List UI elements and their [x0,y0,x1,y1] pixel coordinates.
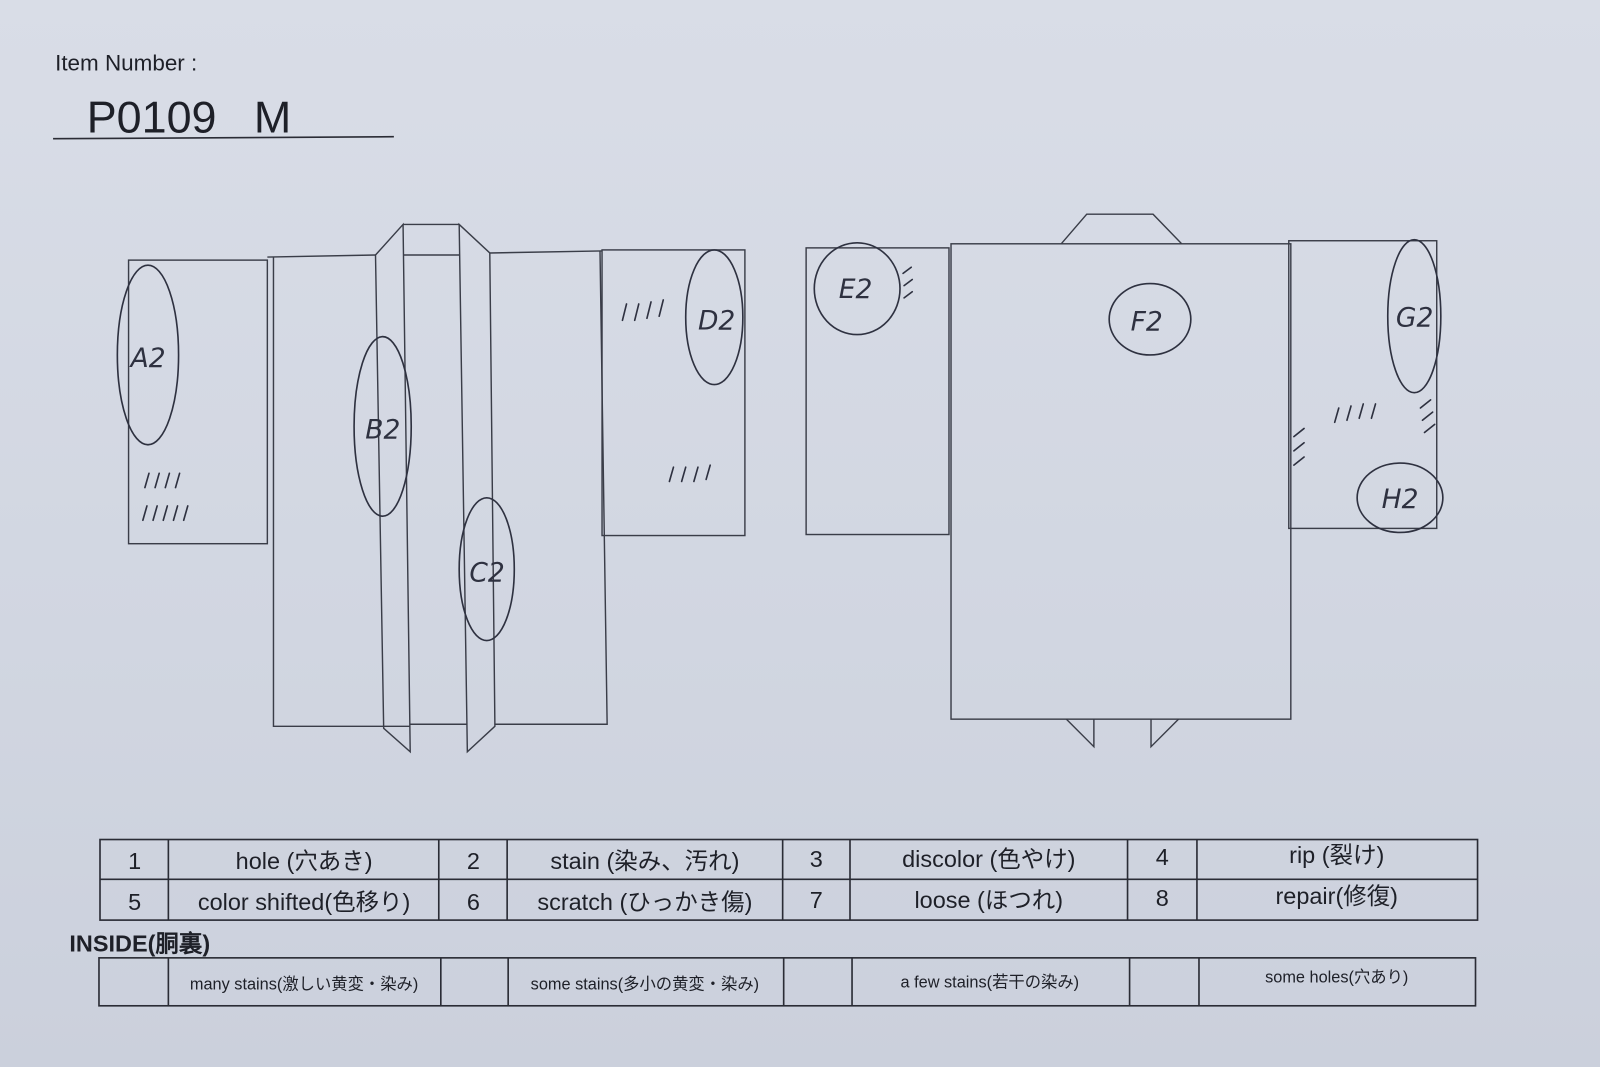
back-collar [1060,213,1183,245]
mark-label: D2 [698,305,735,336]
item-number-underline [53,135,394,140]
front-left-collar [374,222,411,754]
mark-circle [684,249,744,386]
legend-label: discolor (色やけ) [902,846,1075,872]
mark-label: G2 [1396,302,1433,333]
legend-number: 5 [128,889,141,915]
inside-option: many stains(激しい黄変・染み) [190,975,418,993]
legend-label: rip (裂け) [1289,842,1384,868]
inside-checkbox-some-holes[interactable] [1132,960,1197,1004]
front-right-sleeve [601,249,746,537]
hatch-marks [668,464,712,483]
hatch-marks [1293,427,1305,466]
kimono-front-diagram [127,222,746,754]
mark-label: F2 [1131,307,1163,338]
front-right-collar [458,222,496,754]
item-number-value: P0109 M [87,92,292,143]
inside-option: some holes(穴あり) [1265,968,1408,986]
hatch-marks [902,266,914,299]
mark-label: B2 [365,415,400,446]
inside-checkbox-many-stains[interactable] [101,960,166,1004]
legend-label: loose (ほつれ) [914,887,1063,913]
hatch-marks [1419,399,1436,434]
item-number-label: Item Number : [55,50,197,75]
legend-label: scratch (ひっかき傷) [537,889,752,915]
inside-option: a few stains(若干の染み) [901,973,1080,991]
damage-marks: A2 B2 C2 D2 E2 F2 G2 H2 [116,238,1444,642]
inside-title: INSIDE(胴裏) [69,930,210,957]
mark-circle [458,496,516,642]
inside-option: some stains(多小の黄変・染み) [531,975,759,993]
legend-label: hole (穴あき) [236,848,373,874]
mark-label: C2 [469,557,504,588]
legend-number: 7 [810,887,823,913]
legend-label: stain (染み、汚れ) [550,848,739,874]
mark-circle [1386,238,1442,394]
back-right-sleeve [1288,240,1438,530]
legend-label: color shifted(色移り) [198,889,410,915]
back-left-sleeve [805,247,950,536]
legend-number: 8 [1156,885,1169,911]
damage-legend-table: 1 hole (穴あき) 2 stain (染み、汚れ) 3 discolor … [99,838,1479,921]
legend-number: 4 [1156,844,1169,870]
legend-number: 2 [467,848,480,874]
inside-checkbox-few-stains[interactable] [786,960,850,1004]
mark-label: H2 [1382,484,1419,515]
hatch-marks [142,472,189,522]
mark-circle [1108,282,1192,356]
legend-number: 1 [128,848,141,874]
back-body [950,243,1292,720]
legend-number: 3 [810,846,823,872]
mark-label: A2 [129,343,166,374]
hatch-marks [1333,403,1377,424]
mark-circle [353,335,413,517]
inside-condition-table: many stains(激しい黄変・染み) some stains(多小の黄変・… [98,957,1477,1007]
front-left-sleeve [127,259,269,545]
mark-circle [116,264,180,446]
inside-checkbox-some-stains[interactable] [443,960,506,1004]
legend-number: 6 [467,889,480,915]
hatch-marks [621,299,665,322]
legend-label: repair(修復) [1275,883,1398,909]
mark-circle [813,241,901,336]
mark-label: E2 [839,274,873,305]
mark-circle [1356,462,1444,534]
